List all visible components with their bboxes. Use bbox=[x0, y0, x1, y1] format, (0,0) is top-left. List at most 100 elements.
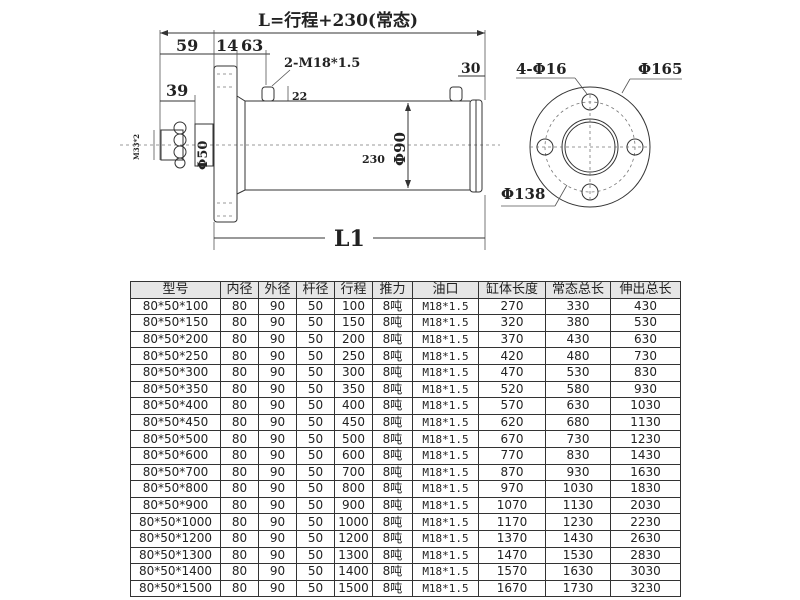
table-cell: 50 bbox=[296, 397, 335, 415]
table-cell: 80*50*100 bbox=[130, 297, 221, 316]
table-cell: M18*1.5 bbox=[412, 314, 479, 332]
table-cell: 50 bbox=[296, 380, 335, 399]
table-cell: 1130 bbox=[610, 413, 681, 432]
table-cell: 100 bbox=[334, 297, 373, 316]
table-cell: 8吨 bbox=[372, 314, 413, 332]
table-cell: 80 bbox=[220, 430, 259, 448]
table-cell: M18*1.5 bbox=[412, 297, 479, 316]
table-cell: 80 bbox=[220, 347, 259, 365]
table-header: 型号内径外径杆径行程推力油口缸体长度常态总长伸出总长 bbox=[130, 281, 681, 299]
table-cell: 1430 bbox=[545, 529, 611, 548]
table-cell: 50 bbox=[296, 546, 335, 565]
table-cell: 80 bbox=[220, 480, 259, 498]
cylinder-drawing: L=行程+230(常态) 59 14 63 39 2-M18*1.5 22 30… bbox=[120, 10, 682, 252]
table-cell: 80 bbox=[220, 563, 259, 581]
table-cell: 90 bbox=[258, 380, 297, 399]
dim-39: 39 bbox=[166, 81, 188, 100]
table-cell: 380 bbox=[545, 314, 611, 332]
table-cell: 270 bbox=[478, 297, 546, 316]
table-cell: 1170 bbox=[478, 513, 546, 531]
table-cell: 80 bbox=[220, 297, 259, 316]
table-cell: 530 bbox=[610, 314, 681, 332]
table-cell: 330 bbox=[545, 297, 611, 316]
table-cell: 600 bbox=[334, 446, 373, 465]
table-cell: M18*1.5 bbox=[412, 546, 479, 565]
body-diameter: Φ90 bbox=[391, 132, 409, 166]
table-cell: 2230 bbox=[610, 513, 681, 531]
table-cell: 3230 bbox=[610, 579, 681, 598]
dim-14: 14 bbox=[216, 36, 238, 55]
table-cell: 80 bbox=[220, 529, 259, 548]
column-header: 外径 bbox=[258, 281, 297, 299]
table-cell: 80 bbox=[220, 463, 259, 482]
thread-label: M33*2 bbox=[132, 134, 141, 160]
table-cell: 8吨 bbox=[372, 413, 413, 432]
table-cell: 480 bbox=[545, 347, 611, 365]
table-cell: 50 bbox=[296, 314, 335, 332]
table-cell: 90 bbox=[258, 347, 297, 365]
column-header: 油口 bbox=[412, 281, 479, 299]
table-cell: M18*1.5 bbox=[412, 480, 479, 498]
table-cell: 1030 bbox=[545, 480, 611, 498]
table-cell: 90 bbox=[258, 529, 297, 548]
table-cell: 2630 bbox=[610, 529, 681, 548]
table-cell: 80 bbox=[220, 397, 259, 415]
column-header: 缸体长度 bbox=[478, 281, 546, 299]
table-cell: 80 bbox=[220, 579, 259, 598]
oil-port bbox=[261, 86, 275, 102]
table-cell: 80 bbox=[220, 446, 259, 465]
table-cell: M18*1.5 bbox=[412, 463, 479, 482]
table-cell: 830 bbox=[545, 446, 611, 465]
table-cell: 730 bbox=[610, 347, 681, 365]
table-cell: 800 bbox=[334, 480, 373, 498]
table-cell: 80 bbox=[220, 546, 259, 565]
table-cell: 50 bbox=[296, 529, 335, 548]
table-cell: 770 bbox=[478, 446, 546, 465]
table-cell: 2830 bbox=[610, 546, 681, 565]
table-cell: 90 bbox=[258, 397, 297, 415]
oil-port bbox=[449, 86, 463, 102]
table-cell: 630 bbox=[610, 330, 681, 349]
table-cell: M18*1.5 bbox=[412, 413, 479, 432]
table-cell: 970 bbox=[478, 480, 546, 498]
table-cell: 900 bbox=[334, 496, 373, 515]
table-cell: 1630 bbox=[545, 563, 611, 581]
table-cell: 80 bbox=[220, 513, 259, 531]
table-cell: 8吨 bbox=[372, 463, 413, 482]
table-cell: 1370 bbox=[478, 529, 546, 548]
table-cell: M18*1.5 bbox=[412, 513, 479, 531]
table-cell: 1400 bbox=[334, 563, 373, 581]
table-cell: 90 bbox=[258, 413, 297, 432]
table-cell: 570 bbox=[478, 397, 546, 415]
table-cell: 80*50*900 bbox=[130, 496, 221, 515]
table-cell: 80 bbox=[220, 314, 259, 332]
table-cell: 2030 bbox=[610, 496, 681, 515]
table-cell: 1200 bbox=[334, 529, 373, 548]
table-cell: 80 bbox=[220, 413, 259, 432]
table-cell: 200 bbox=[334, 330, 373, 349]
table-cell: 50 bbox=[296, 463, 335, 482]
table-cell: 90 bbox=[258, 330, 297, 349]
rod-diameter: Φ50 bbox=[196, 141, 211, 170]
table-cell: 1730 bbox=[545, 579, 611, 598]
table-cell: 80*50*400 bbox=[130, 397, 221, 415]
table-cell: 8吨 bbox=[372, 546, 413, 565]
table-cell: 8吨 bbox=[372, 579, 413, 598]
table-cell: 80*50*200 bbox=[130, 330, 221, 349]
table-cell: 50 bbox=[296, 513, 335, 531]
bolt-circle-diameter: Φ138 bbox=[501, 185, 545, 203]
table-cell: 80*50*1500 bbox=[130, 579, 221, 598]
column-header: 杆径 bbox=[296, 281, 335, 299]
table-cell: 8吨 bbox=[372, 513, 413, 531]
column-header: 伸出总长 bbox=[610, 281, 681, 299]
table-cell: 1300 bbox=[334, 546, 373, 565]
table-cell: 1470 bbox=[478, 546, 546, 565]
table-cell: 1070 bbox=[478, 496, 546, 515]
table-cell: 400 bbox=[334, 397, 373, 415]
